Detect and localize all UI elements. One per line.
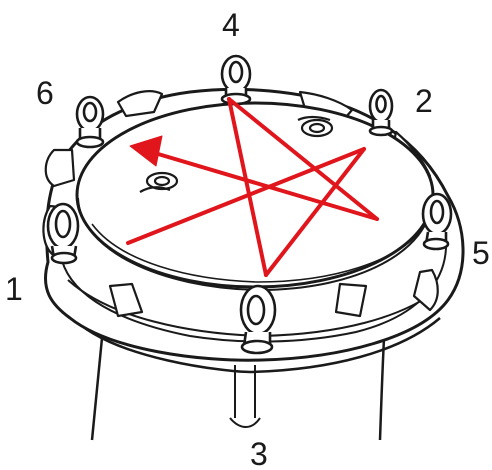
bolt-label-6: 6 — [36, 75, 54, 111]
eye-bolt-1 — [48, 204, 78, 263]
eye-bolt-4 — [222, 56, 250, 104]
eye-bolt-3 — [241, 286, 275, 353]
bolt-label-5: 5 — [472, 235, 490, 271]
bolt-label-2: 2 — [415, 83, 433, 119]
eye-bolt-6 — [77, 97, 103, 147]
eye-bolt-2 — [370, 90, 392, 135]
bolt-label-1: 1 — [5, 271, 23, 307]
bolt-label-4: 4 — [222, 7, 240, 43]
eye-bolt-5 — [423, 194, 451, 249]
bolt-label-3: 3 — [250, 436, 268, 470]
